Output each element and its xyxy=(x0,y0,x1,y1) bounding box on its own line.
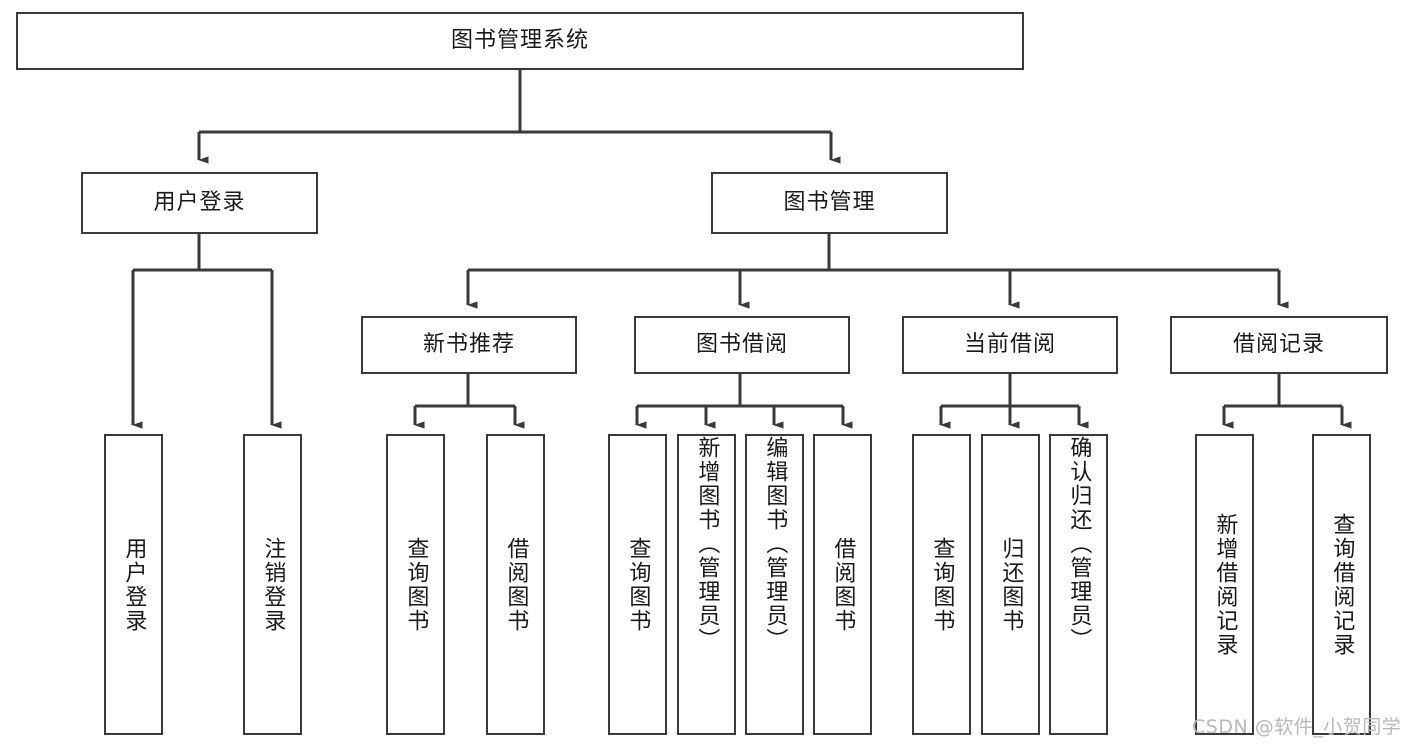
node-leaf-query-record-label: 查询借阅记录 xyxy=(1329,512,1355,657)
node-leaf-confirm-return-label: 确认归还（管理员） xyxy=(1066,436,1092,652)
node-current-borrow[interactable]: 当前借阅 xyxy=(902,316,1118,374)
node-new-book-recommend-label: 新书推荐 xyxy=(422,332,515,358)
node-root-label: 图书管理系统 xyxy=(450,28,589,54)
node-leaf-add-record-label: 新增借阅记录 xyxy=(1212,512,1238,657)
node-book-borrow[interactable]: 图书借阅 xyxy=(634,316,850,374)
node-leaf-logout-login[interactable]: 注销登录 xyxy=(243,434,302,735)
node-leaf-query-book-2[interactable]: 查询图书 xyxy=(608,434,667,735)
node-leaf-return-book-label: 归还图书 xyxy=(998,536,1024,633)
node-leaf-return-book[interactable]: 归还图书 xyxy=(981,434,1040,735)
node-leaf-edit-book-label: 编辑图书（管理员） xyxy=(762,436,788,652)
node-current-borrow-label: 当前借阅 xyxy=(963,332,1056,358)
node-borrow-record-label: 借阅记录 xyxy=(1232,332,1325,358)
node-leaf-confirm-return[interactable]: 确认归还（管理员） xyxy=(1049,434,1108,735)
node-user-login[interactable]: 用户登录 xyxy=(81,172,318,234)
node-user-login-label: 用户登录 xyxy=(153,190,246,216)
node-leaf-query-book-3-label: 查询图书 xyxy=(929,536,955,633)
node-book-management[interactable]: 图书管理 xyxy=(711,172,948,234)
node-leaf-user-login-label: 用户登录 xyxy=(121,536,147,633)
node-leaf-add-book-label: 新增图书（管理员） xyxy=(694,436,720,652)
node-leaf-borrow-book-1[interactable]: 借阅图书 xyxy=(486,434,545,735)
node-leaf-query-book-1[interactable]: 查询图书 xyxy=(386,434,445,735)
node-leaf-query-book-2-label: 查询图书 xyxy=(625,536,651,633)
node-root[interactable]: 图书管理系统 xyxy=(16,12,1024,70)
node-leaf-borrow-book-1-label: 借阅图书 xyxy=(503,536,529,633)
node-leaf-query-book-1-label: 查询图书 xyxy=(403,536,429,633)
node-leaf-borrow-book-2[interactable]: 借阅图书 xyxy=(813,434,872,735)
csdn-watermark: CSDN @软件_小贺同学 xyxy=(1192,716,1402,738)
node-leaf-add-record[interactable]: 新增借阅记录 xyxy=(1195,434,1254,735)
node-leaf-user-login[interactable]: 用户登录 xyxy=(104,434,163,735)
node-book-management-label: 图书管理 xyxy=(783,190,876,216)
node-leaf-query-book-3[interactable]: 查询图书 xyxy=(912,434,971,735)
node-leaf-borrow-book-2-label: 借阅图书 xyxy=(830,536,856,633)
node-leaf-query-record[interactable]: 查询借阅记录 xyxy=(1312,434,1371,735)
node-new-book-recommend[interactable]: 新书推荐 xyxy=(361,316,577,374)
node-leaf-logout-login-label: 注销登录 xyxy=(260,536,286,633)
node-leaf-edit-book[interactable]: 编辑图书（管理员） xyxy=(745,434,804,735)
node-leaf-add-book[interactable]: 新增图书（管理员） xyxy=(677,434,736,735)
node-borrow-record[interactable]: 借阅记录 xyxy=(1170,316,1388,374)
node-book-borrow-label: 图书借阅 xyxy=(695,332,788,358)
